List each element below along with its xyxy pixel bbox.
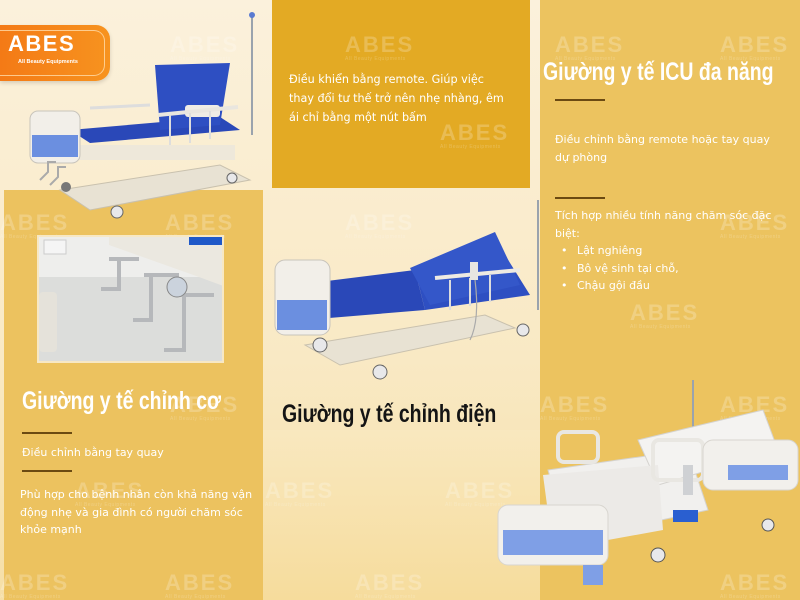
crank-closeup-image xyxy=(37,235,224,363)
icu-bed-image xyxy=(497,380,799,585)
logo-tagline: All Beauty Equipments xyxy=(18,59,78,65)
divider xyxy=(22,432,72,434)
manual-bed-control: Điều chỉnh bằng tay quay xyxy=(22,446,164,459)
electric-bed-image xyxy=(274,200,539,380)
icu-bed-features: Tích hợp nhiều tính năng chăm sóc đặc bi… xyxy=(555,207,785,295)
electric-description-panel xyxy=(272,0,530,188)
electric-bed-title: Giường y tế chỉnh điện xyxy=(282,400,497,428)
manual-bed-image xyxy=(29,12,255,219)
divider xyxy=(22,470,72,472)
feature-item: Bô vệ sinh tại chỗ, xyxy=(555,260,785,278)
divider xyxy=(555,99,605,101)
abes-logo[interactable]: ABES All Beauty Equipments xyxy=(0,25,110,81)
icu-bed-control: Điều chỉnh bằng remote hoặc tay quay dự … xyxy=(555,133,770,164)
icu-bed-title: Giường y tế ICU đa năng xyxy=(543,58,774,86)
manual-bed-suitability: Phù hợp cho bệnh nhân còn khả năng vận đ… xyxy=(20,488,253,536)
features-intro: Tích hợp nhiều tính năng chăm sóc đặc bi… xyxy=(555,209,772,240)
logo-text: ABES xyxy=(8,31,76,56)
divider xyxy=(555,197,605,199)
electric-bed-description: Điều khiển bằng remote. Giúp việc thay đ… xyxy=(289,73,504,124)
feature-item: Chậu gội đầu xyxy=(555,277,785,295)
manual-bed-title: Giường y tế chỉnh cơ xyxy=(22,387,221,415)
feature-item: Lật nghiêng xyxy=(555,242,785,260)
mid-bottom-background xyxy=(263,430,540,600)
features-list: Lật nghiêng Bô vệ sinh tại chỗ, Chậu gội… xyxy=(555,242,785,295)
logo-border xyxy=(0,30,105,76)
